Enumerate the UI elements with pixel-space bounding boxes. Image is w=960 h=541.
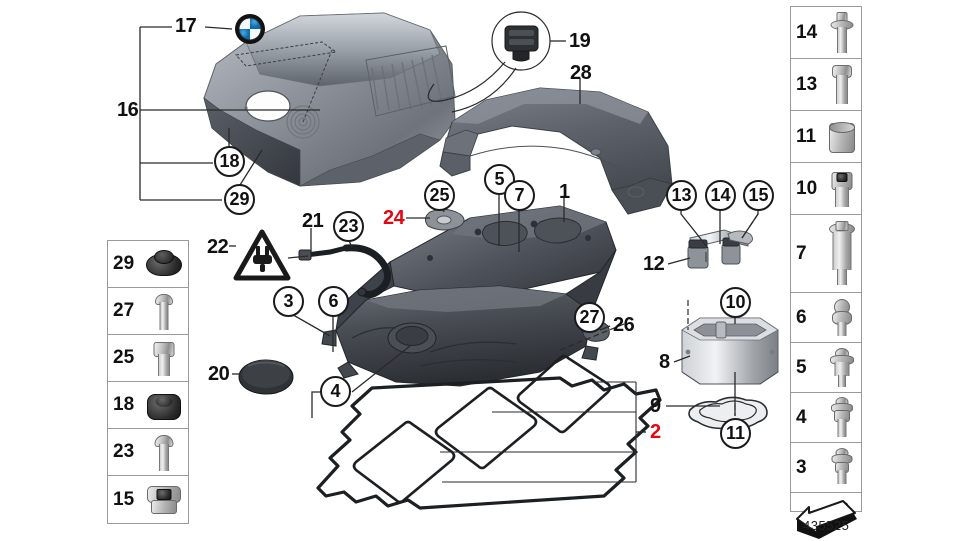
wiring-duct-cover-art — [439, 87, 673, 215]
callout-19[interactable]: 19 — [569, 30, 591, 52]
callout-7[interactable]: 7 — [504, 180, 535, 211]
high-voltage-warning-triangle-art — [233, 229, 291, 281]
callout-1[interactable]: 1 — [559, 181, 570, 203]
callout-18[interactable]: 18 — [214, 146, 245, 177]
right-parts-legend: 14 13 11 10 — [790, 6, 862, 539]
pan-head-screw-icon — [139, 429, 188, 475]
callout-3[interactable]: 3 — [273, 286, 304, 317]
legend-item-11[interactable]: 11 — [791, 111, 861, 163]
retaining-clip-art — [424, 208, 465, 231]
callout-8[interactable]: 8 — [659, 351, 670, 373]
legend-number: 29 — [113, 253, 135, 274]
legend-number: 7 — [796, 242, 807, 264]
ball-stud-icon — [822, 293, 861, 342]
bmw-roundel-emblem-art — [235, 14, 265, 44]
callout-22[interactable]: 22 — [207, 236, 229, 258]
callout-17[interactable]: 17 — [175, 15, 197, 37]
callout-29[interactable]: 29 — [224, 184, 255, 215]
hex-head-bolt-icon — [139, 335, 188, 381]
hex-socket-plug-icon — [139, 476, 188, 523]
legend-number: 11 — [796, 125, 817, 147]
legend-number: 27 — [113, 300, 135, 321]
callout-20[interactable]: 20 — [208, 363, 230, 385]
legend-item-10[interactable]: 10 — [791, 163, 861, 215]
legend-item-15[interactable]: 15 — [108, 476, 188, 523]
callout-10[interactable]: 10 — [720, 287, 751, 318]
legend-number: 15 — [113, 488, 135, 510]
callout-2[interactable]: 2 — [650, 421, 661, 443]
callout-15[interactable]: 15 — [743, 180, 774, 211]
vent-hose-art — [298, 244, 391, 299]
legend-number: 6 — [796, 306, 807, 328]
legend-number: 25 — [113, 347, 135, 368]
rubber-grommet-art — [427, 11, 551, 113]
pan-head-self-tapping-screw-icon — [139, 288, 188, 334]
callout-26[interactable]: 26 — [613, 314, 635, 336]
long-shoulder-bolt-icon — [822, 215, 861, 292]
legend-number: 14 — [796, 21, 818, 43]
legend-item-29[interactable]: 29 — [108, 241, 188, 288]
legend-number: 13 — [796, 73, 818, 95]
legend-item-4[interactable]: 4 — [791, 393, 861, 443]
legend-number: 3 — [796, 456, 807, 478]
callout-27[interactable]: 27 — [574, 302, 605, 333]
diagram-reference-number: 435525 — [803, 518, 850, 533]
legend-item-7[interactable]: 7 — [791, 215, 861, 293]
legend-item-13[interactable]: 13 — [791, 59, 861, 111]
legend-item-3[interactable]: 3 — [791, 443, 861, 493]
shouldered-stud-bolt-icon — [822, 393, 861, 442]
callout-14[interactable]: 14 — [705, 180, 736, 211]
legend-item-23[interactable]: 23 — [108, 429, 188, 476]
separator-housing-gasket-art — [688, 396, 768, 430]
legend-number: 10 — [796, 177, 818, 199]
callout-4[interactable]: 4 — [320, 376, 351, 407]
callout-11[interactable]: 11 — [720, 418, 751, 449]
rubber-damper-bushing-icon — [139, 382, 188, 428]
rubber-grommet-mount-icon — [139, 241, 188, 287]
callout-23[interactable]: 23 — [333, 211, 364, 242]
legend-number: 23 — [113, 441, 135, 462]
separator-housing-art — [681, 317, 779, 385]
torx-flange-bolt-icon — [822, 59, 861, 110]
callout-21[interactable]: 21 — [302, 210, 324, 232]
callout-24[interactable]: 24 — [383, 207, 405, 229]
spacer-sleeve-icon — [822, 111, 861, 162]
callout-12[interactable]: 12 — [643, 253, 665, 275]
callout-13[interactable]: 13 — [666, 180, 697, 211]
callout-6[interactable]: 6 — [318, 286, 349, 317]
oil-filler-cap-art — [238, 359, 294, 395]
ignition-coil-bracket-art — [687, 229, 754, 269]
flange-bolt-with-washer-icon — [822, 7, 861, 58]
callout-5[interactable]: 5 — [484, 164, 515, 195]
legend-item-25[interactable]: 25 — [108, 335, 188, 382]
legend-item-27[interactable]: 27 — [108, 288, 188, 335]
socket-head-cap-screw-icon — [822, 163, 861, 214]
callout-25[interactable]: 25 — [424, 180, 455, 211]
legend-item-6[interactable]: 6 — [791, 293, 861, 343]
left-parts-legend: 29 27 25 18 — [107, 240, 189, 524]
legend-item-14[interactable]: 14 — [791, 7, 861, 59]
legend-number: 5 — [796, 356, 807, 378]
collar-stud-bolt-icon — [822, 343, 861, 392]
callout-16[interactable]: 16 — [117, 99, 139, 121]
legend-number: 4 — [796, 406, 807, 428]
legend-number: 18 — [113, 394, 135, 415]
legend-item-18[interactable]: 18 — [108, 382, 188, 429]
cylinder-head-cover-art — [321, 205, 617, 387]
acoustic-engine-cover-art — [203, 12, 456, 187]
legend-item-5[interactable]: 5 — [791, 343, 861, 393]
small-collar-screw-icon — [822, 443, 861, 492]
callout-9[interactable]: 9 — [650, 395, 661, 417]
callout-28[interactable]: 28 — [570, 62, 592, 84]
